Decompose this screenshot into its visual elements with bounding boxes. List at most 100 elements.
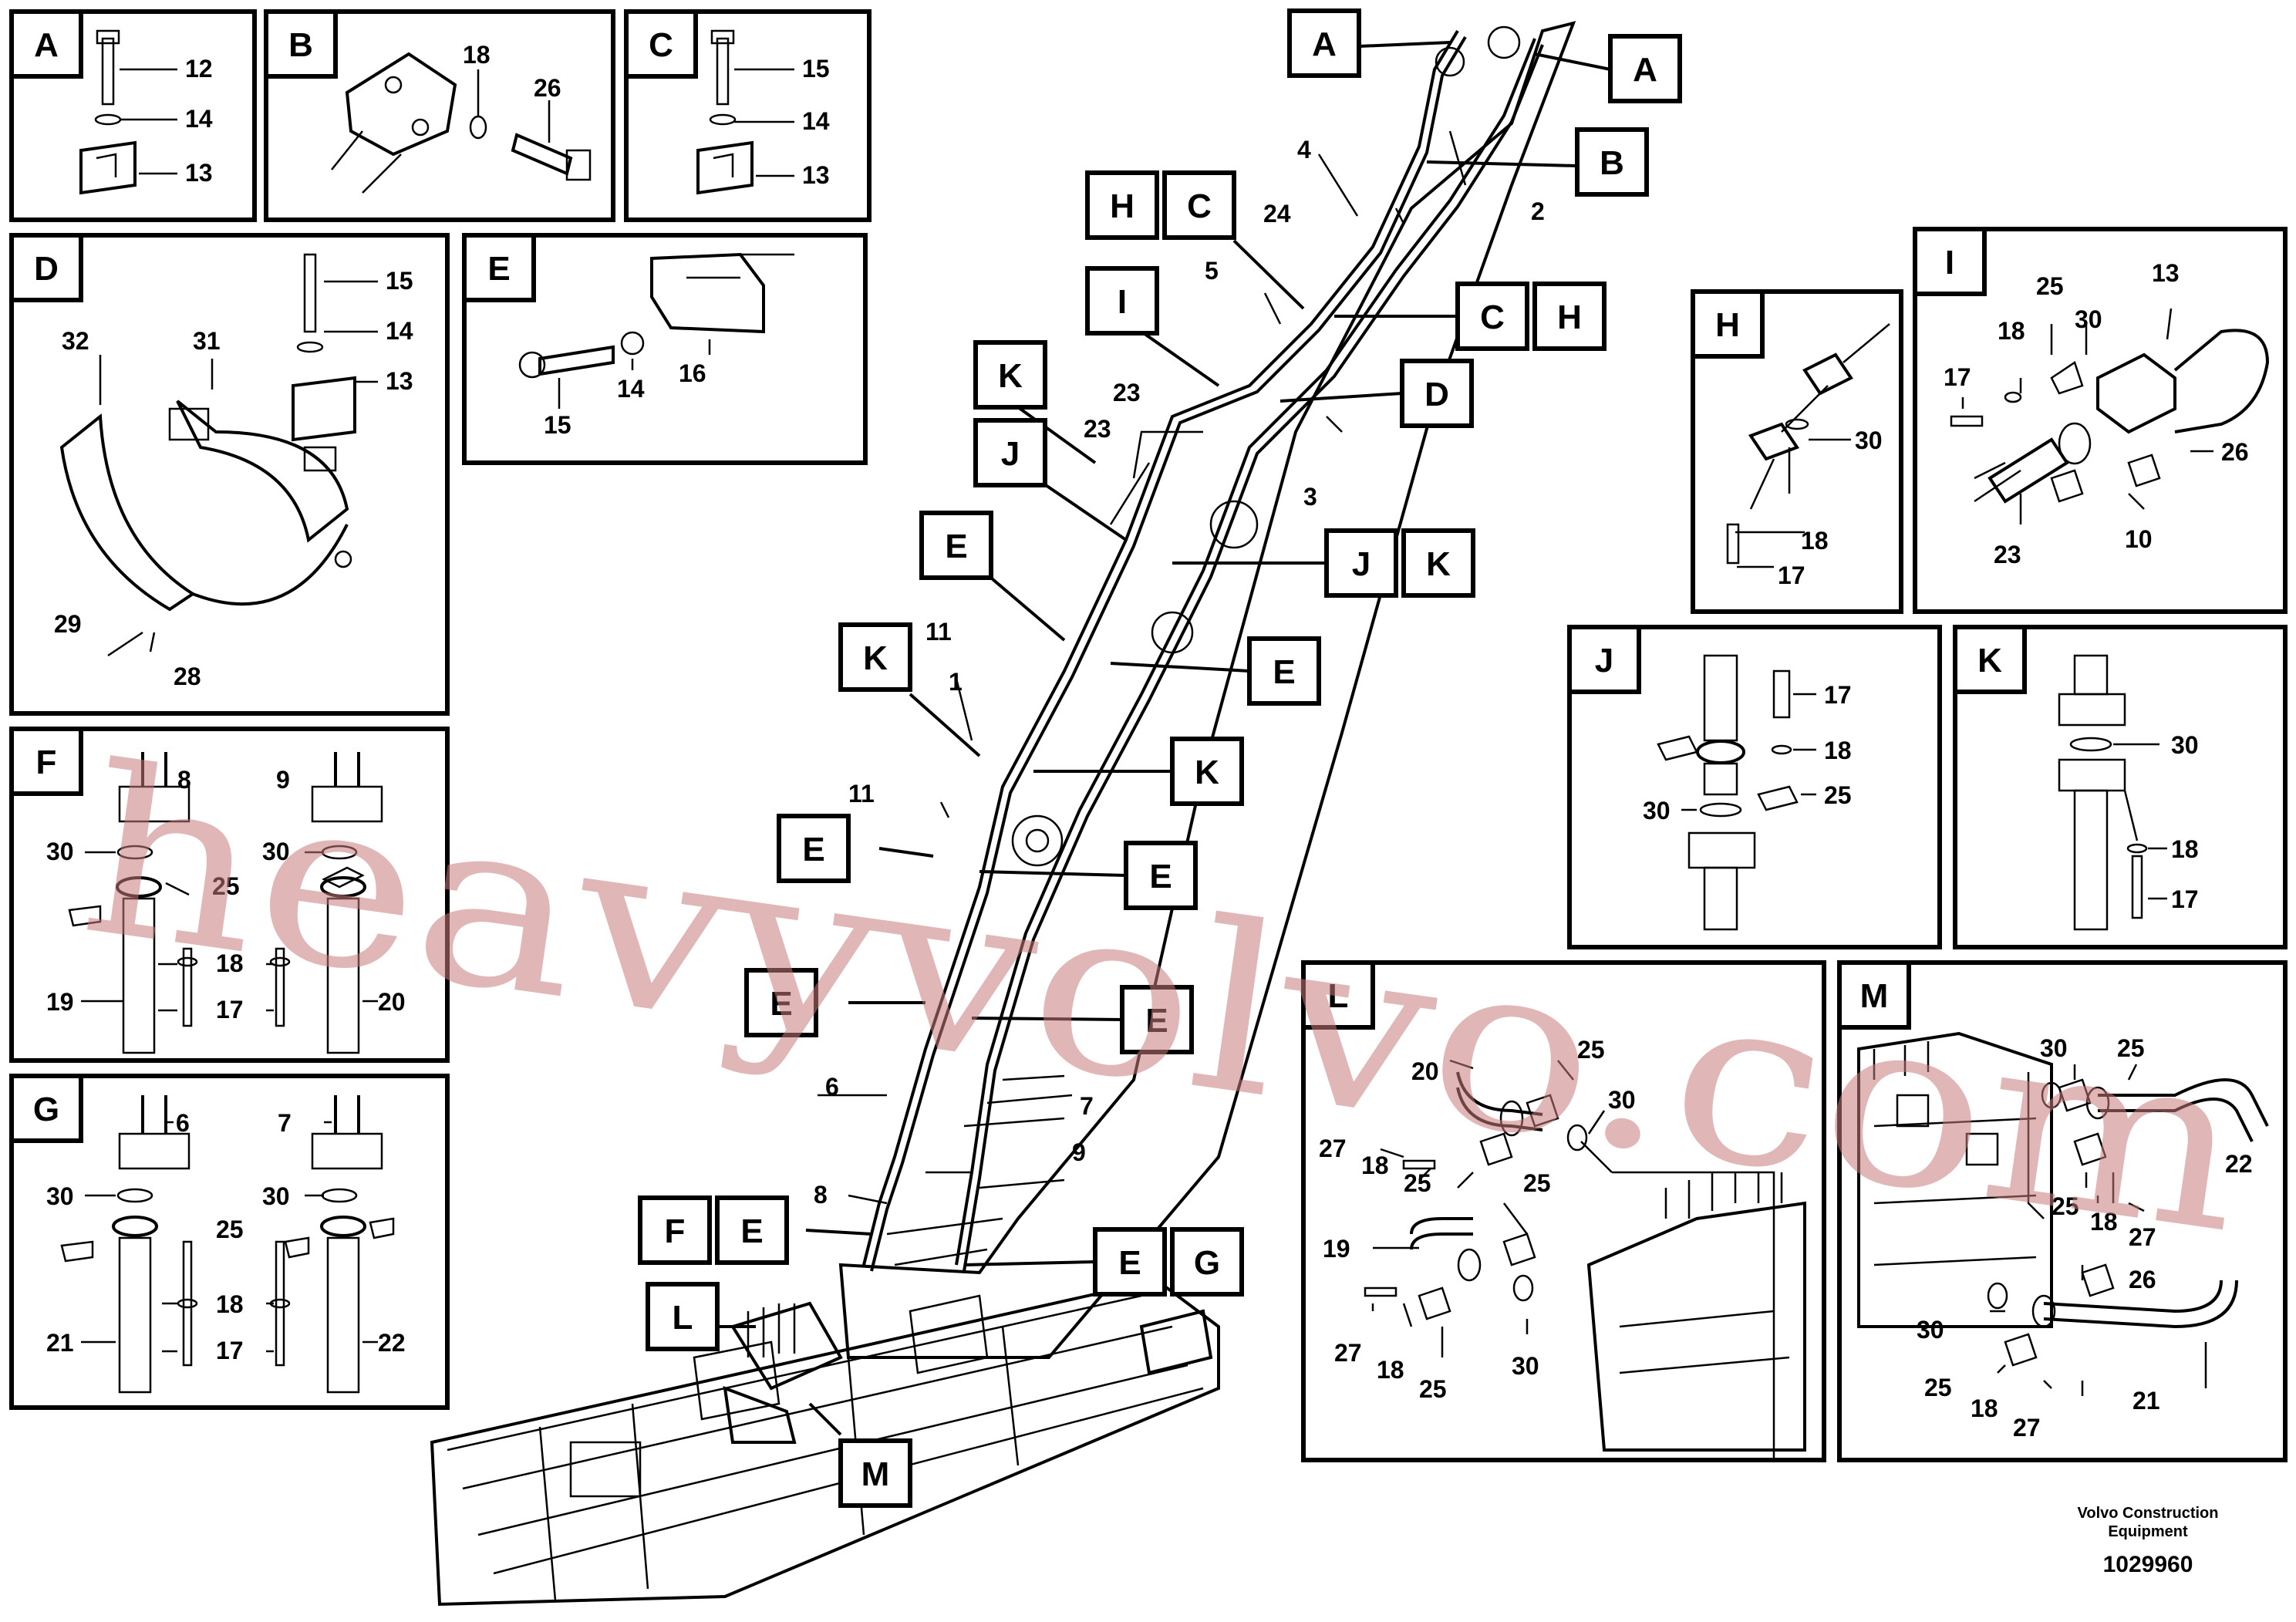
main-callout-letter: C <box>1480 298 1505 336</box>
panel-part-number: 27 <box>2013 1414 2041 1442</box>
panel-part-number: 30 <box>46 838 74 865</box>
panel-part-number: 26 <box>2221 438 2249 466</box>
main-callout-letter: E <box>802 831 824 868</box>
main-part-numbers: 4 2 24 5 23 23 3 11 1 11 6 7 9 8 <box>814 136 1545 1209</box>
panel-part-number: 12 <box>185 55 213 83</box>
panel-h: H 30 18 17 <box>1691 289 1903 614</box>
main-callout-letter: H <box>1110 187 1135 225</box>
panel-part-number: 14 <box>802 107 830 135</box>
panel-part-number: 18 <box>1361 1152 1389 1179</box>
panel-a-label: A <box>34 26 59 64</box>
panel-part-number: 25 <box>2036 272 2064 300</box>
panel-part-number: 30 <box>1917 1316 1944 1344</box>
panel-part-number: 27 <box>1334 1339 1362 1367</box>
panel-part-number: 32 <box>62 327 89 355</box>
panel-c-label: C <box>649 26 673 64</box>
main-part-number: 8 <box>814 1181 828 1209</box>
panel-part-number: 21 <box>2132 1387 2160 1415</box>
panel-part-number: 15 <box>802 55 830 83</box>
panel-part-number: 30 <box>1855 427 1883 454</box>
main-callout-letter: K <box>863 639 888 677</box>
panel-part-number: 16 <box>679 359 706 387</box>
panel-d-label: D <box>34 250 59 288</box>
panel-part-number: 15 <box>386 267 413 295</box>
main-part-number: 5 <box>1205 257 1219 285</box>
main-callout-letter: E <box>770 985 792 1023</box>
main-callout-letter: K <box>1426 545 1451 583</box>
panel-part-number: 18 <box>1377 1356 1404 1384</box>
panel-part-number: 7 <box>278 1109 292 1137</box>
panel-b: B 18 26 <box>264 9 615 222</box>
main-callout-letter: H <box>1557 298 1582 336</box>
panel-part-number: 13 <box>386 367 413 395</box>
panel-part-number: 25 <box>1924 1374 1952 1401</box>
panel-part-number: 22 <box>378 1329 406 1357</box>
panel-part-number: 17 <box>2171 885 2199 913</box>
panel-h-label: H <box>1715 306 1740 344</box>
panel-part-number: 17 <box>1944 363 1971 391</box>
main-part-number: 23 <box>1084 415 1111 443</box>
panel-g-label: G <box>33 1091 59 1128</box>
main-callout-letter: L <box>673 1299 693 1337</box>
panel-m: M 30 25 22 25 18 27 26 30 25 18 27 21 <box>1837 960 2288 1462</box>
panel-part-number: 30 <box>262 838 290 865</box>
main-callout-letter: A <box>1312 25 1337 63</box>
main-callout-letter: A <box>1633 51 1657 89</box>
main-callout-letter: J <box>1001 435 1020 473</box>
panel-i: I 13 25 18 30 17 26 23 10 <box>1913 227 2288 614</box>
panel-k-label: K <box>1977 642 2002 679</box>
panel-j: J 17 18 25 30 <box>1567 625 1942 949</box>
footer-company-line2: Equipment <box>2108 1523 2188 1540</box>
main-callout-letter: J <box>1352 545 1371 583</box>
panel-part-number: 18 <box>2171 835 2199 863</box>
panel-part-number: 17 <box>216 996 244 1023</box>
panel-part-number: 18 <box>2090 1208 2118 1236</box>
panel-part-number: 26 <box>2129 1266 2156 1293</box>
panel-d: D 32 31 15 14 13 29 28 <box>9 233 450 716</box>
main-assembly: A A B H C C H I D K J J K E <box>430 8 1682 1607</box>
main-callout-letter: E <box>945 528 967 565</box>
panel-part-number: 18 <box>463 41 491 69</box>
panel-part-number: 6 <box>176 1109 190 1137</box>
leader-lines <box>717 41 1611 1436</box>
main-part-number: 23 <box>1113 379 1141 406</box>
panel-part-number: 19 <box>46 988 74 1016</box>
panel-part-number: 30 <box>1643 797 1671 824</box>
panel-part-number: 22 <box>2225 1150 2253 1178</box>
panel-part-number: 26 <box>534 74 561 102</box>
main-callout-letter: K <box>998 357 1023 395</box>
panel-j-label: J <box>1595 642 1613 679</box>
drawing-number: 1029960 <box>2103 1552 2193 1577</box>
panel-part-number: 14 <box>617 375 645 403</box>
panel-part-number: 25 <box>1419 1375 1447 1403</box>
main-part-number: 2 <box>1531 197 1545 225</box>
main-part-number: 24 <box>1263 200 1291 228</box>
main-callout-letter: E <box>1145 1002 1168 1040</box>
panel-part-number: 21 <box>46 1329 74 1357</box>
panel-part-number: 28 <box>174 663 201 690</box>
main-callout-boxes: A A B H C C H I D K J J K E <box>638 8 1682 1508</box>
main-part-number: 11 <box>925 618 952 646</box>
boom <box>838 21 1576 1359</box>
main-callout-letter: E <box>1273 653 1295 691</box>
panel-part-number: 25 <box>1577 1036 1605 1064</box>
panel-part-number: 25 <box>1404 1169 1431 1197</box>
main-callout-letter: E <box>1149 858 1172 895</box>
panel-e-label: E <box>487 250 510 288</box>
panel-a: A 12 14 13 <box>9 9 257 222</box>
panel-part-number: 13 <box>2152 259 2180 287</box>
control-valve <box>723 1301 843 1444</box>
panel-l-label: L <box>1328 977 1349 1015</box>
panel-part-number: 17 <box>1778 561 1805 589</box>
main-part-number: 1 <box>949 668 963 696</box>
panel-part-number: 25 <box>2117 1034 2145 1062</box>
main-part-number: 4 <box>1297 136 1311 164</box>
main-part-number: 9 <box>1072 1138 1086 1166</box>
panel-part-number: 30 <box>46 1182 74 1210</box>
panel-part-number: 30 <box>262 1182 290 1210</box>
main-part-number: 6 <box>825 1073 839 1101</box>
panel-e: E 15 14 16 <box>462 233 868 465</box>
panel-part-number: 25 <box>2052 1192 2079 1220</box>
panel-part-number: 25 <box>1523 1169 1551 1197</box>
